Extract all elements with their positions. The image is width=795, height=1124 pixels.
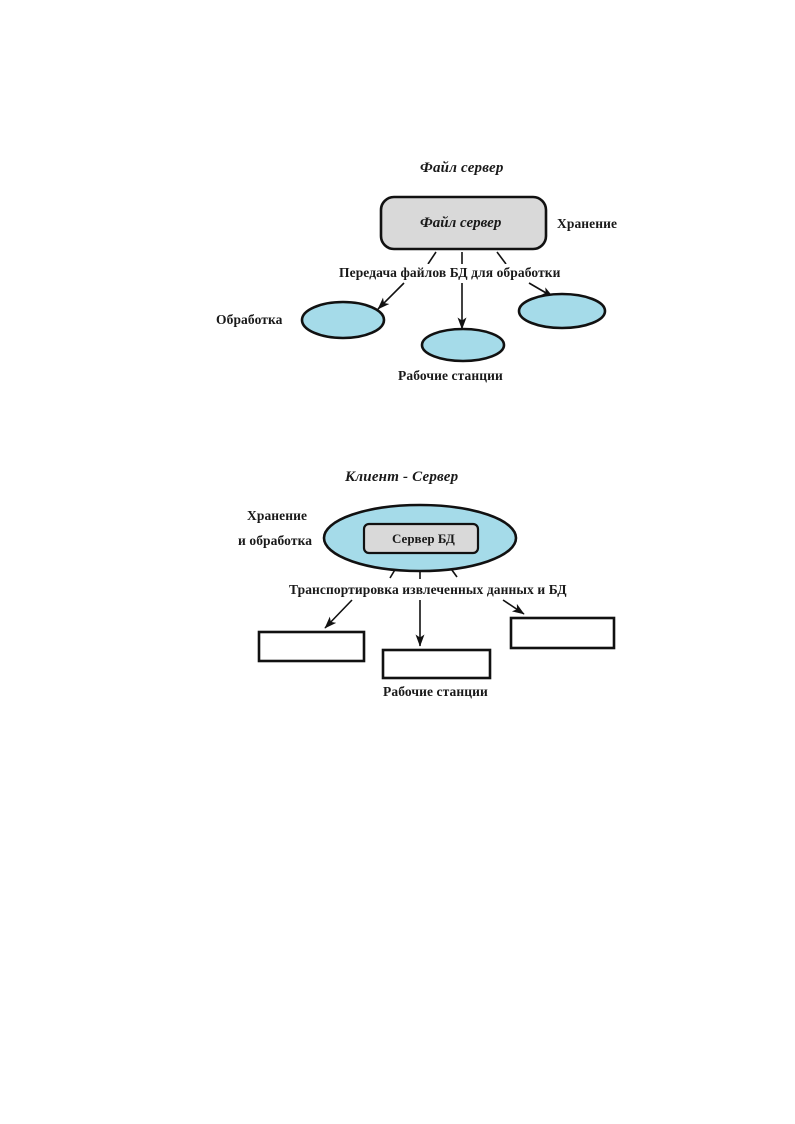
cs-workstation-3[interactable] — [509, 616, 616, 650]
db-server-node-label: Сервер БД — [392, 531, 455, 546]
file-server-processing-label: Обработка — [216, 312, 283, 327]
client-server-storage-label-line2: и обработка — [238, 533, 313, 548]
fs-workstation-2[interactable] — [420, 327, 506, 363]
fs-workstation-1[interactable] — [300, 300, 386, 340]
file-server-workstations-label: Рабочие станции — [398, 368, 503, 383]
client-server-diagram-title: Клиент - Сервер — [345, 469, 459, 485]
db-server-node[interactable] — [362, 522, 480, 555]
file-server-diagram-title: Файл сервер — [420, 160, 504, 176]
file-server-node-label: Файл сервер — [420, 215, 502, 231]
file-server-storage-label: Хранение — [557, 216, 618, 231]
fs-workstation-3[interactable] — [517, 292, 607, 330]
cs-workstation-1[interactable] — [257, 630, 366, 663]
file-server-flow-label: Передача файлов БД для обработки — [337, 264, 563, 282]
client-server-storage-label-line1: Хранение — [247, 508, 308, 523]
file-server-node[interactable] — [379, 195, 548, 251]
cs-workstation-2[interactable] — [381, 648, 492, 680]
cs-edge-arrows — [324, 599, 525, 647]
client-server-flow-label: Транспортировка извлеченных данных и БД — [287, 581, 569, 599]
fs-edge-stubs — [427, 251, 507, 265]
client-server-workstations-label: Рабочие станции — [383, 684, 488, 699]
